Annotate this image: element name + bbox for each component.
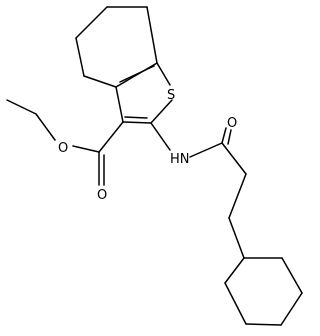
bond bbox=[281, 257, 303, 294]
bond bbox=[189, 142, 223, 158]
bond bbox=[35, 113, 56, 141]
bond bbox=[75, 6, 108, 39]
ester-ether-oxygen-label: O bbox=[58, 141, 68, 156]
bond bbox=[83, 75, 117, 88]
bond bbox=[228, 173, 247, 219]
bond bbox=[119, 65, 155, 83]
bond bbox=[245, 323, 282, 326]
atom-labels: S O O HN O bbox=[58, 88, 237, 203]
amide-oxygen-label: O bbox=[227, 116, 237, 131]
molecule-canvas: S O O HN O bbox=[6, 6, 303, 326]
bond bbox=[221, 127, 227, 144]
sulfur-label: S bbox=[167, 88, 175, 103]
bond bbox=[224, 282, 247, 325]
bond bbox=[280, 292, 303, 326]
thiophene-ring bbox=[115, 62, 173, 124]
molecule-drawing: S O O HN O bbox=[6, 6, 303, 326]
bond bbox=[122, 121, 152, 124]
cyclohexyl-ring bbox=[224, 257, 303, 326]
bond bbox=[150, 99, 173, 124]
bond bbox=[150, 122, 171, 151]
bond bbox=[98, 121, 124, 153]
bond bbox=[115, 86, 124, 123]
bond bbox=[72, 145, 100, 153]
bond bbox=[224, 257, 245, 284]
amide-nitrogen-label: HN bbox=[170, 152, 190, 167]
ester-carbonyl-oxygen-label: O bbox=[97, 188, 107, 203]
ethyl-ester-group bbox=[6, 99, 124, 186]
bond bbox=[146, 6, 158, 64]
bond bbox=[227, 129, 232, 145]
bond bbox=[221, 142, 247, 175]
cyclohexene-ring bbox=[75, 6, 158, 88]
bond bbox=[156, 62, 171, 86]
bond bbox=[228, 217, 245, 259]
amide-chain bbox=[150, 122, 247, 259]
bond bbox=[75, 37, 85, 77]
bond bbox=[124, 116, 148, 119]
bond bbox=[6, 99, 37, 115]
